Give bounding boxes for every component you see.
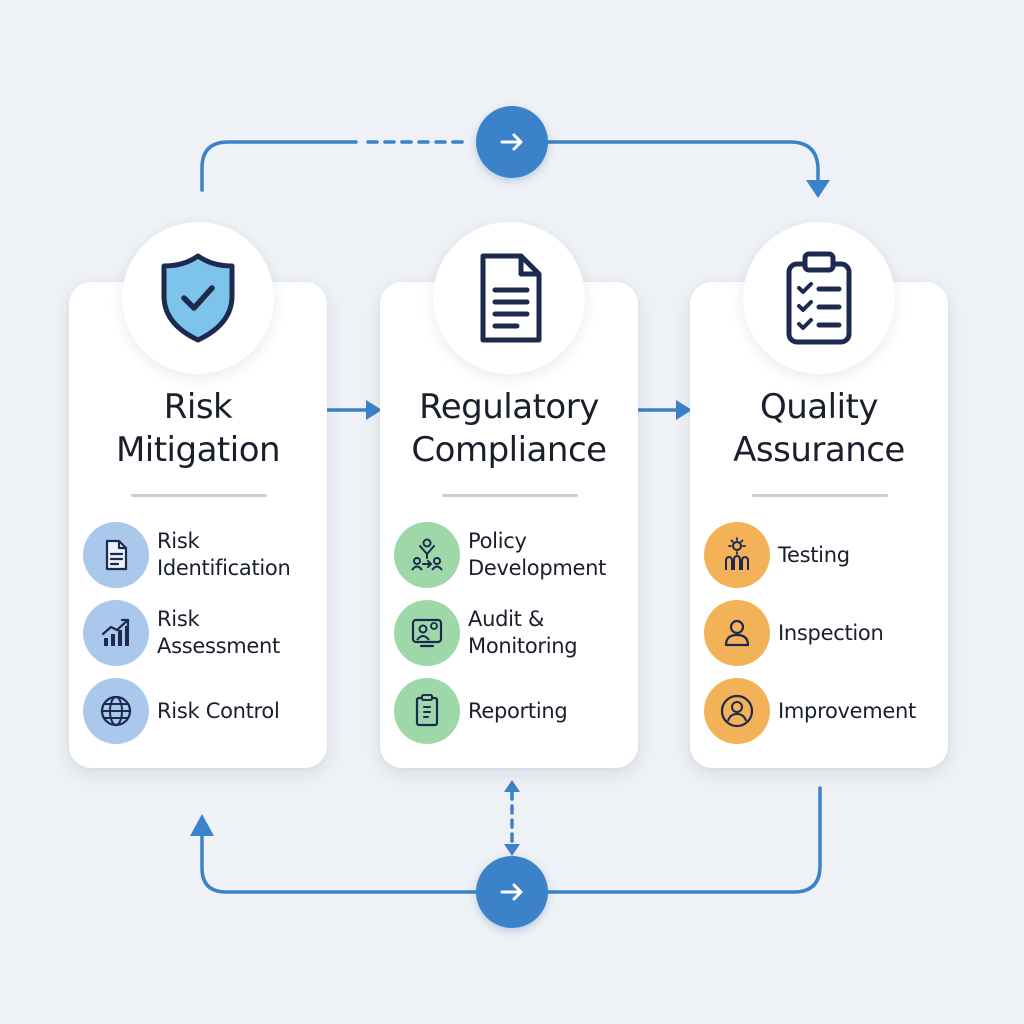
stage-header-risk-mitigation — [122, 222, 274, 374]
item-label: Audit & Monitoring — [468, 607, 578, 658]
bottom-loop-line-left — [200, 828, 478, 894]
item-label: Policy Development — [468, 529, 607, 580]
item-label: Inspection — [778, 620, 884, 645]
person-icon — [704, 600, 770, 666]
arrow-a-b-head — [366, 400, 382, 420]
team-network-icon — [394, 522, 460, 588]
bottom-loop-arrowhead — [190, 814, 214, 836]
divider — [131, 494, 267, 497]
stage-title: Risk Mitigation — [115, 387, 281, 470]
stage-title: Regulatory Compliance — [411, 387, 607, 470]
list-item-risk-identification: Risk Identification — [83, 522, 323, 588]
item-label: Risk Control — [157, 698, 280, 723]
globe-icon — [83, 678, 149, 744]
stage-title: Quality Assurance — [733, 387, 905, 470]
list-item-reporting: Reporting — [394, 678, 634, 744]
vertical-dashed-arrowhead-bottom — [504, 844, 520, 856]
shield-check-icon — [161, 253, 235, 343]
top-next-button[interactable] — [476, 106, 548, 178]
item-label: Improvement — [778, 698, 916, 723]
monitor-person-icon — [394, 600, 460, 666]
testing-team-icon — [704, 522, 770, 588]
divider — [752, 494, 888, 497]
list-item-audit-monitoring: Audit & Monitoring — [394, 600, 634, 666]
stage-header-quality-assurance — [743, 222, 895, 374]
arrow-right-icon — [500, 133, 523, 151]
bottom-next-button[interactable] — [476, 856, 548, 928]
list-item-inspection: Inspection — [704, 600, 944, 666]
top-loop-arrowhead — [806, 180, 830, 198]
list-item-improvement: Improvement — [704, 678, 944, 744]
item-label: Risk Identification — [157, 529, 291, 580]
list-item-testing: Testing — [704, 522, 944, 588]
arrow-right-icon — [500, 883, 523, 901]
list-item-risk-control: Risk Control — [83, 678, 323, 744]
clipboard-report-icon — [394, 678, 460, 744]
bottom-loop-line-right — [546, 786, 822, 894]
item-label: Testing — [778, 542, 850, 567]
arrow-b-c-head — [676, 400, 692, 420]
item-label: Risk Assessment — [157, 607, 280, 658]
vertical-dashed-arrowhead-top — [504, 780, 520, 792]
clipboard-checklist-icon — [786, 251, 852, 345]
list-item-policy-development: Policy Development — [394, 522, 634, 588]
document-icon — [83, 522, 149, 588]
stage-header-regulatory-compliance — [433, 222, 585, 374]
document-lines-icon — [480, 253, 542, 343]
top-loop-line-right — [546, 140, 820, 186]
item-label: Reporting — [468, 698, 568, 723]
stage-card-quality-assurance: Quality Assurance Testing Inspection — [690, 282, 948, 768]
divider — [442, 494, 578, 497]
top-loop-line-left — [200, 140, 358, 192]
person-circle-icon — [704, 678, 770, 744]
trend-chart-icon — [83, 600, 149, 666]
list-item-risk-assessment: Risk Assessment — [83, 600, 323, 666]
